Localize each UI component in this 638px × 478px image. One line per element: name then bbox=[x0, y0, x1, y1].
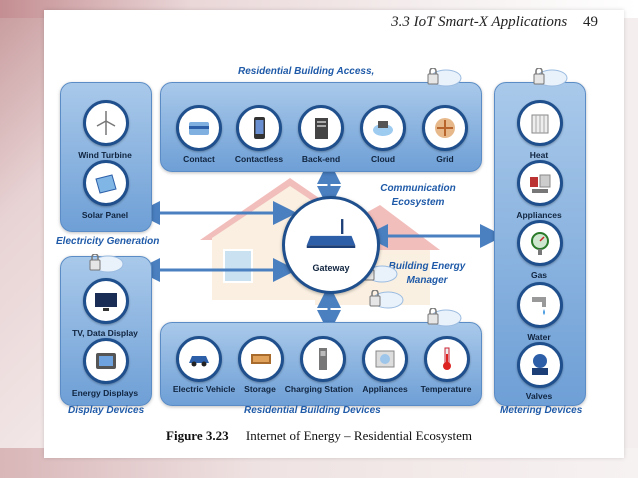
title-communication: Communication Ecosystem bbox=[380, 183, 456, 208]
water-tap-icon bbox=[532, 297, 546, 315]
title-building-access: Residential Building Access, bbox=[238, 66, 375, 77]
lock-cloud-icon bbox=[427, 68, 462, 87]
device-label-charging: Charging Station bbox=[284, 384, 354, 394]
section-title: 3.3 IoT Smart-X Applications bbox=[391, 14, 568, 30]
phone-icon bbox=[254, 117, 265, 139]
tv-node bbox=[83, 278, 129, 324]
charging-station-icon bbox=[319, 348, 327, 370]
figure-number: Figure 3.23 bbox=[166, 428, 229, 443]
valve-icon bbox=[532, 354, 548, 375]
grid-icon bbox=[435, 118, 455, 138]
cloud-computing-icon bbox=[373, 121, 393, 136]
water-node bbox=[517, 282, 563, 328]
electric-vehicle-icon bbox=[189, 356, 209, 367]
kitchen-appliances-icon bbox=[530, 174, 551, 193]
lock-cloud-icon bbox=[427, 308, 462, 327]
meter-label-water: Water bbox=[527, 332, 551, 342]
title-building-devices: Residential Building Devices bbox=[244, 405, 381, 416]
access-label-backend: Back-end bbox=[301, 154, 341, 164]
heat-node bbox=[517, 100, 563, 146]
wind-turbine-node bbox=[83, 100, 129, 146]
charging-station-node bbox=[300, 336, 346, 382]
solar-panel-icon bbox=[95, 174, 117, 194]
appliances-node bbox=[362, 336, 408, 382]
energy-display-node bbox=[83, 338, 129, 384]
contact-card-icon bbox=[189, 122, 209, 135]
access-label-cloud: Cloud bbox=[370, 154, 396, 164]
wind-turbine-icon bbox=[96, 111, 116, 135]
page-header: 3.3 IoT Smart-X Applications 49 bbox=[391, 14, 598, 31]
page-number: 49 bbox=[583, 14, 598, 30]
contact-node bbox=[176, 105, 222, 151]
backend-node bbox=[298, 105, 344, 151]
thermometer-icon bbox=[443, 347, 451, 370]
router-icon bbox=[306, 219, 356, 248]
device-label-storage: Storage bbox=[244, 384, 276, 394]
generation-label-wind: Wind Turbine bbox=[78, 150, 132, 160]
gas-meter-icon bbox=[531, 232, 549, 255]
gateway-node: Gateway bbox=[282, 196, 380, 294]
title-display-devices: Display Devices bbox=[68, 405, 145, 416]
meter-appliances-node bbox=[517, 160, 563, 206]
contactless-node bbox=[236, 105, 282, 151]
meter-label-appliances: Appliances bbox=[516, 210, 562, 220]
storage-node bbox=[238, 336, 284, 382]
access-label-grid: Grid bbox=[436, 154, 454, 164]
title-energy-manager: Building Energy Manager bbox=[388, 261, 466, 286]
generation-label-solar: Solar Panel bbox=[81, 210, 129, 220]
device-label-temperature: Temperature bbox=[420, 384, 472, 394]
cloud-node bbox=[360, 105, 406, 151]
temperature-node bbox=[424, 336, 470, 382]
lock-cloud-icon bbox=[533, 68, 568, 87]
access-label-contact: Contact bbox=[183, 154, 215, 164]
access-label-contactless: Contactless bbox=[234, 154, 284, 164]
device-label-appliances: Appliances bbox=[362, 384, 408, 394]
meter-label-heat: Heat bbox=[529, 150, 549, 160]
meter-label-gas: Gas bbox=[530, 270, 548, 280]
lock-cloud-icon bbox=[89, 254, 124, 273]
ev-node bbox=[176, 336, 222, 382]
figure-title: Internet of Energy – Residential Ecosyst… bbox=[245, 428, 472, 443]
lock-cloud-icon bbox=[369, 290, 404, 309]
figure-caption: Figure 3.23 Internet of Energy – Residen… bbox=[0, 428, 638, 444]
solar-panel-node bbox=[83, 160, 129, 206]
display-label-tv: TV, Data Display bbox=[72, 328, 138, 338]
meter-label-valves: Valves bbox=[525, 391, 553, 401]
grid-node bbox=[422, 105, 468, 151]
display-label-energy: Energy Displays bbox=[71, 388, 139, 398]
title-metering-devices: Metering Devices bbox=[500, 405, 583, 416]
valves-node bbox=[517, 342, 563, 388]
battery-storage-icon bbox=[251, 354, 271, 364]
device-label-ev: Electric Vehicle bbox=[172, 384, 236, 394]
gas-node bbox=[517, 220, 563, 266]
tv-icon bbox=[95, 293, 117, 311]
connection-arrows bbox=[136, 160, 504, 334]
gateway-label: Gateway bbox=[312, 263, 350, 273]
energy-display-icon bbox=[96, 353, 116, 369]
server-icon bbox=[315, 118, 328, 139]
title-electricity-generation: Electricity Generation bbox=[56, 236, 160, 247]
appliances-icon bbox=[375, 350, 395, 368]
radiator-icon bbox=[531, 114, 549, 134]
